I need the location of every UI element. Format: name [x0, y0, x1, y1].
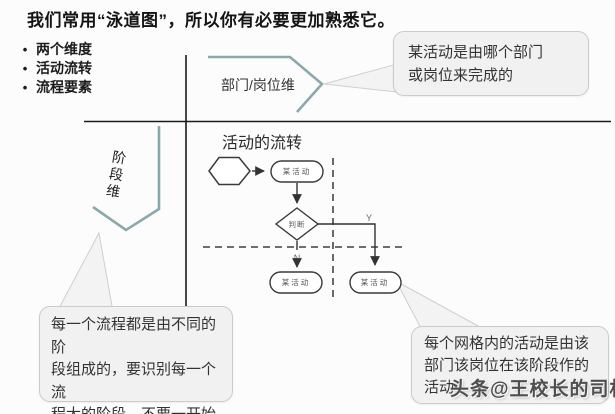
bullet-dot-icon: •: [22, 61, 28, 76]
bullet-item: • 活动流转: [14, 59, 92, 78]
decision-diamond-shape: [274, 207, 320, 241]
no-branch-label: N: [294, 253, 301, 263]
yes-branch-label: Y: [366, 213, 372, 223]
callout-tail-bottom-left: [56, 231, 114, 313]
horizontal-dimension-chevron-icon: [208, 55, 324, 113]
yes-branch-arrow: [318, 223, 380, 266]
bullet-item: • 流程要素: [14, 78, 92, 97]
callout-tail-bottom-right: [394, 279, 490, 333]
callout-tail-top-right: [323, 63, 398, 93]
start-hexagon-shape: [208, 156, 251, 186]
activity-node: [270, 160, 324, 183]
watermark-text: 头条@王校长的司机: [450, 379, 615, 400]
activity-node-label: 某活动: [361, 277, 390, 287]
decision-label: 判断: [289, 219, 306, 229]
slide-title: 我们常用“泳道图”，所以你有必要更加熟悉它。: [27, 11, 395, 30]
bullet-label: 流程要素: [36, 79, 92, 95]
horizontal-axis-label: 部门/岗位维: [221, 77, 295, 93]
activity-node-label: 某活动: [282, 277, 311, 287]
callout-bottom-left: 每一个流程都是由不同的阶 段组成的，要识别每一个流 程大的阶段，不要一开始就 深…: [39, 306, 233, 414]
bullet-label: 两个维度: [36, 41, 92, 57]
callout-bottom-right: 每个网格内的活动是由该 部门该岗位在该阶段作的 活动: [411, 326, 609, 404]
activity-node: [269, 271, 323, 294]
vertical-dimension-chevron-icon: [92, 126, 161, 232]
bullet-dot-icon: •: [22, 80, 28, 95]
bullet-label: 活动流转: [36, 60, 92, 76]
flowchart-title: 活动的流转: [222, 135, 303, 152]
activity-node-label: 某活动: [283, 166, 312, 176]
callout-top-right: 某活动是由哪个部门 或岗位来完成的: [393, 31, 589, 96]
bullet-list: • 两个维度 • 活动流转 • 流程要素: [14, 40, 92, 97]
bullet-dot-icon: •: [22, 42, 28, 57]
activity-node: [349, 271, 402, 294]
bullet-item: • 两个维度: [14, 40, 92, 59]
